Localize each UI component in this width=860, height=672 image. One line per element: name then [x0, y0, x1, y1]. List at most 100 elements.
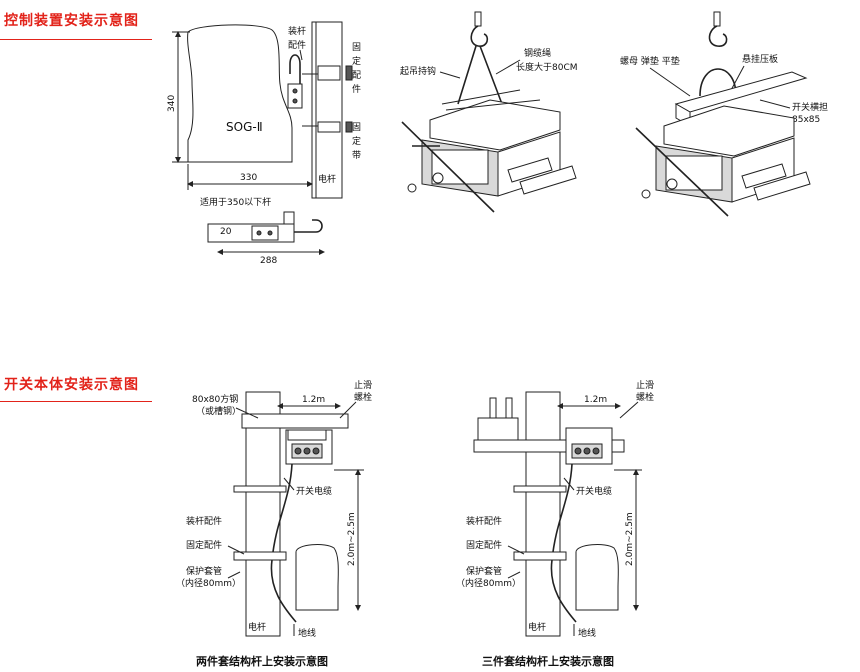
fixing-band-char-1: 固	[352, 122, 361, 133]
control-section-title: 控制装置安装示意图	[4, 13, 139, 29]
sleeve-diameter-label: （内径80mm）	[176, 577, 241, 589]
fixing-fitting-band	[513, 551, 567, 561]
leader-line	[729, 65, 745, 93]
pt-bushing	[505, 397, 513, 419]
switch-title-underline	[0, 401, 152, 402]
install-pole	[245, 391, 281, 637]
install-left-diagram: 80x80方钢 （或槽钢） 1.2m 止滑 螺栓 开关电缆 装杆配件 固定配件 …	[176, 379, 372, 668]
crossarm-beam	[674, 71, 808, 113]
install-right-diagram: 1.2m 止滑 螺栓 开关电缆 装杆配件 固定配件 保护套管 （内径80mm） …	[456, 379, 654, 668]
bushing-left	[507, 157, 553, 183]
pole-clamp-lower	[317, 121, 341, 133]
rope-label: 钢缆绳	[524, 47, 551, 59]
control-device-diagram: SOG-Ⅱ 装杆 配件 固 定 配 件 固 定 带 电杆 340 33	[167, 21, 361, 266]
fixing-band-char-3: 带	[352, 150, 361, 161]
control-pole	[311, 21, 343, 199]
left-caption: 两件套结构杆上安装示意图	[196, 654, 328, 668]
span-label: 1.2m	[584, 395, 607, 405]
terminal	[592, 447, 600, 455]
support-rod	[635, 127, 729, 217]
fixing-fitting-char-2: 定	[352, 55, 361, 67]
hook-eye	[474, 11, 482, 27]
lifting-hook	[470, 25, 489, 47]
control-title-underline	[0, 39, 152, 40]
terminal	[303, 447, 311, 455]
fixing-fitting-char-1: 固	[352, 42, 361, 53]
switch-top-frame	[663, 105, 795, 157]
leader-line	[507, 545, 525, 555]
ground-label: 地线	[298, 627, 316, 639]
control-cabinet	[575, 544, 619, 611]
hook-eye	[713, 11, 721, 27]
handle-knob	[432, 172, 444, 184]
handle-knob	[666, 178, 678, 190]
stop-bolt-label-1: 止滑	[354, 379, 372, 391]
bracket-plate	[287, 83, 303, 109]
leader-line	[759, 99, 791, 109]
fixing-fitting-label: 固定配件	[186, 539, 222, 551]
channel-steel-label: （或槽钢）	[196, 405, 241, 417]
switch-section-title: 开关本体安装示意图	[4, 377, 139, 393]
stop-bolt-label-1: 止滑	[636, 379, 654, 391]
leader-line	[227, 571, 241, 579]
lifting-hook	[708, 25, 728, 47]
bushing-right	[519, 165, 577, 195]
steel-rope	[457, 45, 503, 105]
control-model-label: SOG-Ⅱ	[226, 120, 263, 134]
fixing-fitting-char-4: 件	[352, 83, 361, 95]
applicable-label: 适用于350以下杆	[200, 196, 271, 208]
control-pole-label: 电杆	[318, 173, 336, 185]
pt-bushing	[489, 397, 497, 419]
square-steel-label: 80x80方钢	[192, 393, 238, 405]
terminal	[294, 447, 302, 455]
nut-washer-label: 螺母 弹垫 平垫	[620, 55, 680, 67]
support-rod	[401, 121, 495, 213]
leader-line	[339, 401, 357, 419]
stop-bolt-label-2: 螺栓	[354, 391, 372, 403]
bushing-left	[741, 163, 787, 189]
fixing-fitting-band	[233, 551, 287, 561]
leader-line	[299, 49, 303, 61]
bushing-right	[753, 171, 811, 201]
bracket-width-label: 20	[220, 227, 232, 237]
small-bracket-clip	[283, 211, 295, 225]
pole-fitting-band	[233, 485, 287, 493]
bracket-hole	[292, 98, 298, 104]
pole-fitting-label-2: 配件	[288, 39, 306, 51]
height-range-label: 2.0m~2.5m	[347, 512, 357, 566]
hook-bracket	[289, 54, 301, 98]
handle-knob	[641, 189, 651, 199]
bracket-hole	[292, 88, 298, 94]
rope-length-label: 长度大于80CM	[516, 61, 578, 73]
leader-line	[563, 477, 575, 491]
terminal	[574, 447, 582, 455]
leader-line	[439, 71, 461, 79]
terminal	[312, 447, 320, 455]
small-bracket-block	[251, 225, 279, 241]
hang-plate-label: 悬挂压板	[742, 53, 778, 65]
fixing-band-char-2: 定	[352, 135, 361, 147]
pole-fitting-label: 装杆配件	[466, 515, 502, 527]
fixing-fitting-label: 固定配件	[466, 539, 502, 551]
height-range-label: 2.0m~2.5m	[625, 512, 635, 566]
crossarm-size-label: 85x85	[792, 115, 820, 125]
leader-line	[235, 407, 259, 419]
hoist-right-diagram: 螺母 弹垫 平垫 悬挂压板 开关横担 85x85	[620, 11, 828, 217]
control-cabinet-outline	[187, 24, 293, 163]
cable-label: 开关电缆	[576, 485, 612, 497]
leader-line	[227, 545, 245, 555]
pole-clamp-bolt	[345, 65, 353, 81]
leader-line	[283, 477, 295, 491]
switch-top-frame	[429, 99, 561, 151]
pole-label: 电杆	[248, 621, 266, 633]
leader-line	[649, 67, 691, 97]
install-pole	[525, 391, 561, 637]
crossarm-label: 开关横担	[792, 101, 828, 113]
cable-label: 开关电缆	[296, 485, 332, 497]
control-cabinet	[295, 544, 339, 611]
hoist-left-diagram: 起吊持钩 钢缆绳 长度大于80CM	[400, 11, 578, 213]
terminal	[583, 447, 591, 455]
stop-bolt-label-2: 螺栓	[636, 391, 654, 403]
span-label: 1.2m	[302, 395, 325, 405]
